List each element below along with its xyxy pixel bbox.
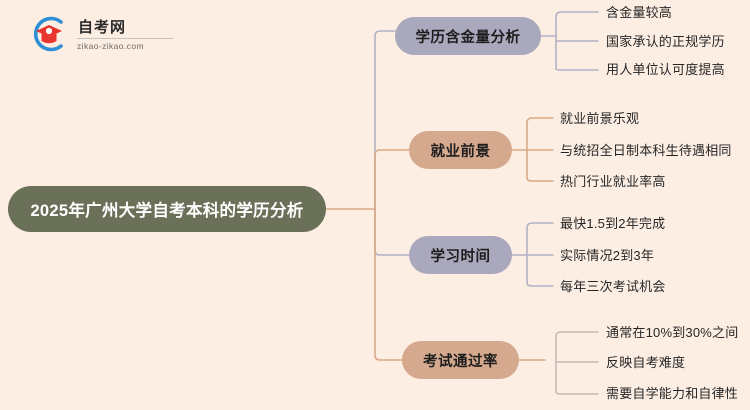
leaf-node[interactable]: 每年三次考试机会: [560, 279, 666, 294]
leaf-node[interactable]: 需要自学能力和自律性: [606, 386, 739, 401]
zikao-logo-icon: [28, 13, 70, 55]
leaf-node[interactable]: 与统招全日制本科生待遇相同: [560, 143, 732, 158]
branch-node-study-time[interactable]: 学习时间: [409, 236, 512, 274]
leaf-node[interactable]: 就业前景乐观: [560, 111, 640, 126]
site-watermark-logo: 自考网 zikao-zikao.com: [28, 8, 178, 60]
branch-node-degree-value[interactable]: 学历含金量分析: [395, 17, 541, 55]
leaf-node[interactable]: 含金量较高: [606, 5, 673, 20]
logo-text-block: 自考网 zikao-zikao.com: [77, 17, 173, 51]
leaf-node[interactable]: 通常在10%到30%之间: [606, 325, 739, 340]
leaf-node[interactable]: 热门行业就业率高: [560, 174, 666, 189]
leaf-node[interactable]: 反映自考难度: [606, 355, 686, 370]
leaf-node[interactable]: 实际情况2到3年: [560, 248, 655, 263]
logo-divider: [77, 38, 173, 39]
leaf-node[interactable]: 最快1.5到2年完成: [560, 216, 666, 231]
leaf-node[interactable]: 国家承认的正规学历: [606, 34, 725, 49]
leaf-node[interactable]: 用人单位认可度提高: [606, 62, 725, 77]
logo-title: 自考网: [78, 19, 127, 36]
logo-domain: zikao-zikao.com: [77, 41, 144, 51]
branch-node-pass-rate[interactable]: 考试通过率: [402, 341, 519, 379]
mindmap-root-node[interactable]: 2025年广州大学自考本科的学历分析: [8, 186, 326, 232]
branch-node-employment-outlook[interactable]: 就业前景: [409, 131, 512, 169]
